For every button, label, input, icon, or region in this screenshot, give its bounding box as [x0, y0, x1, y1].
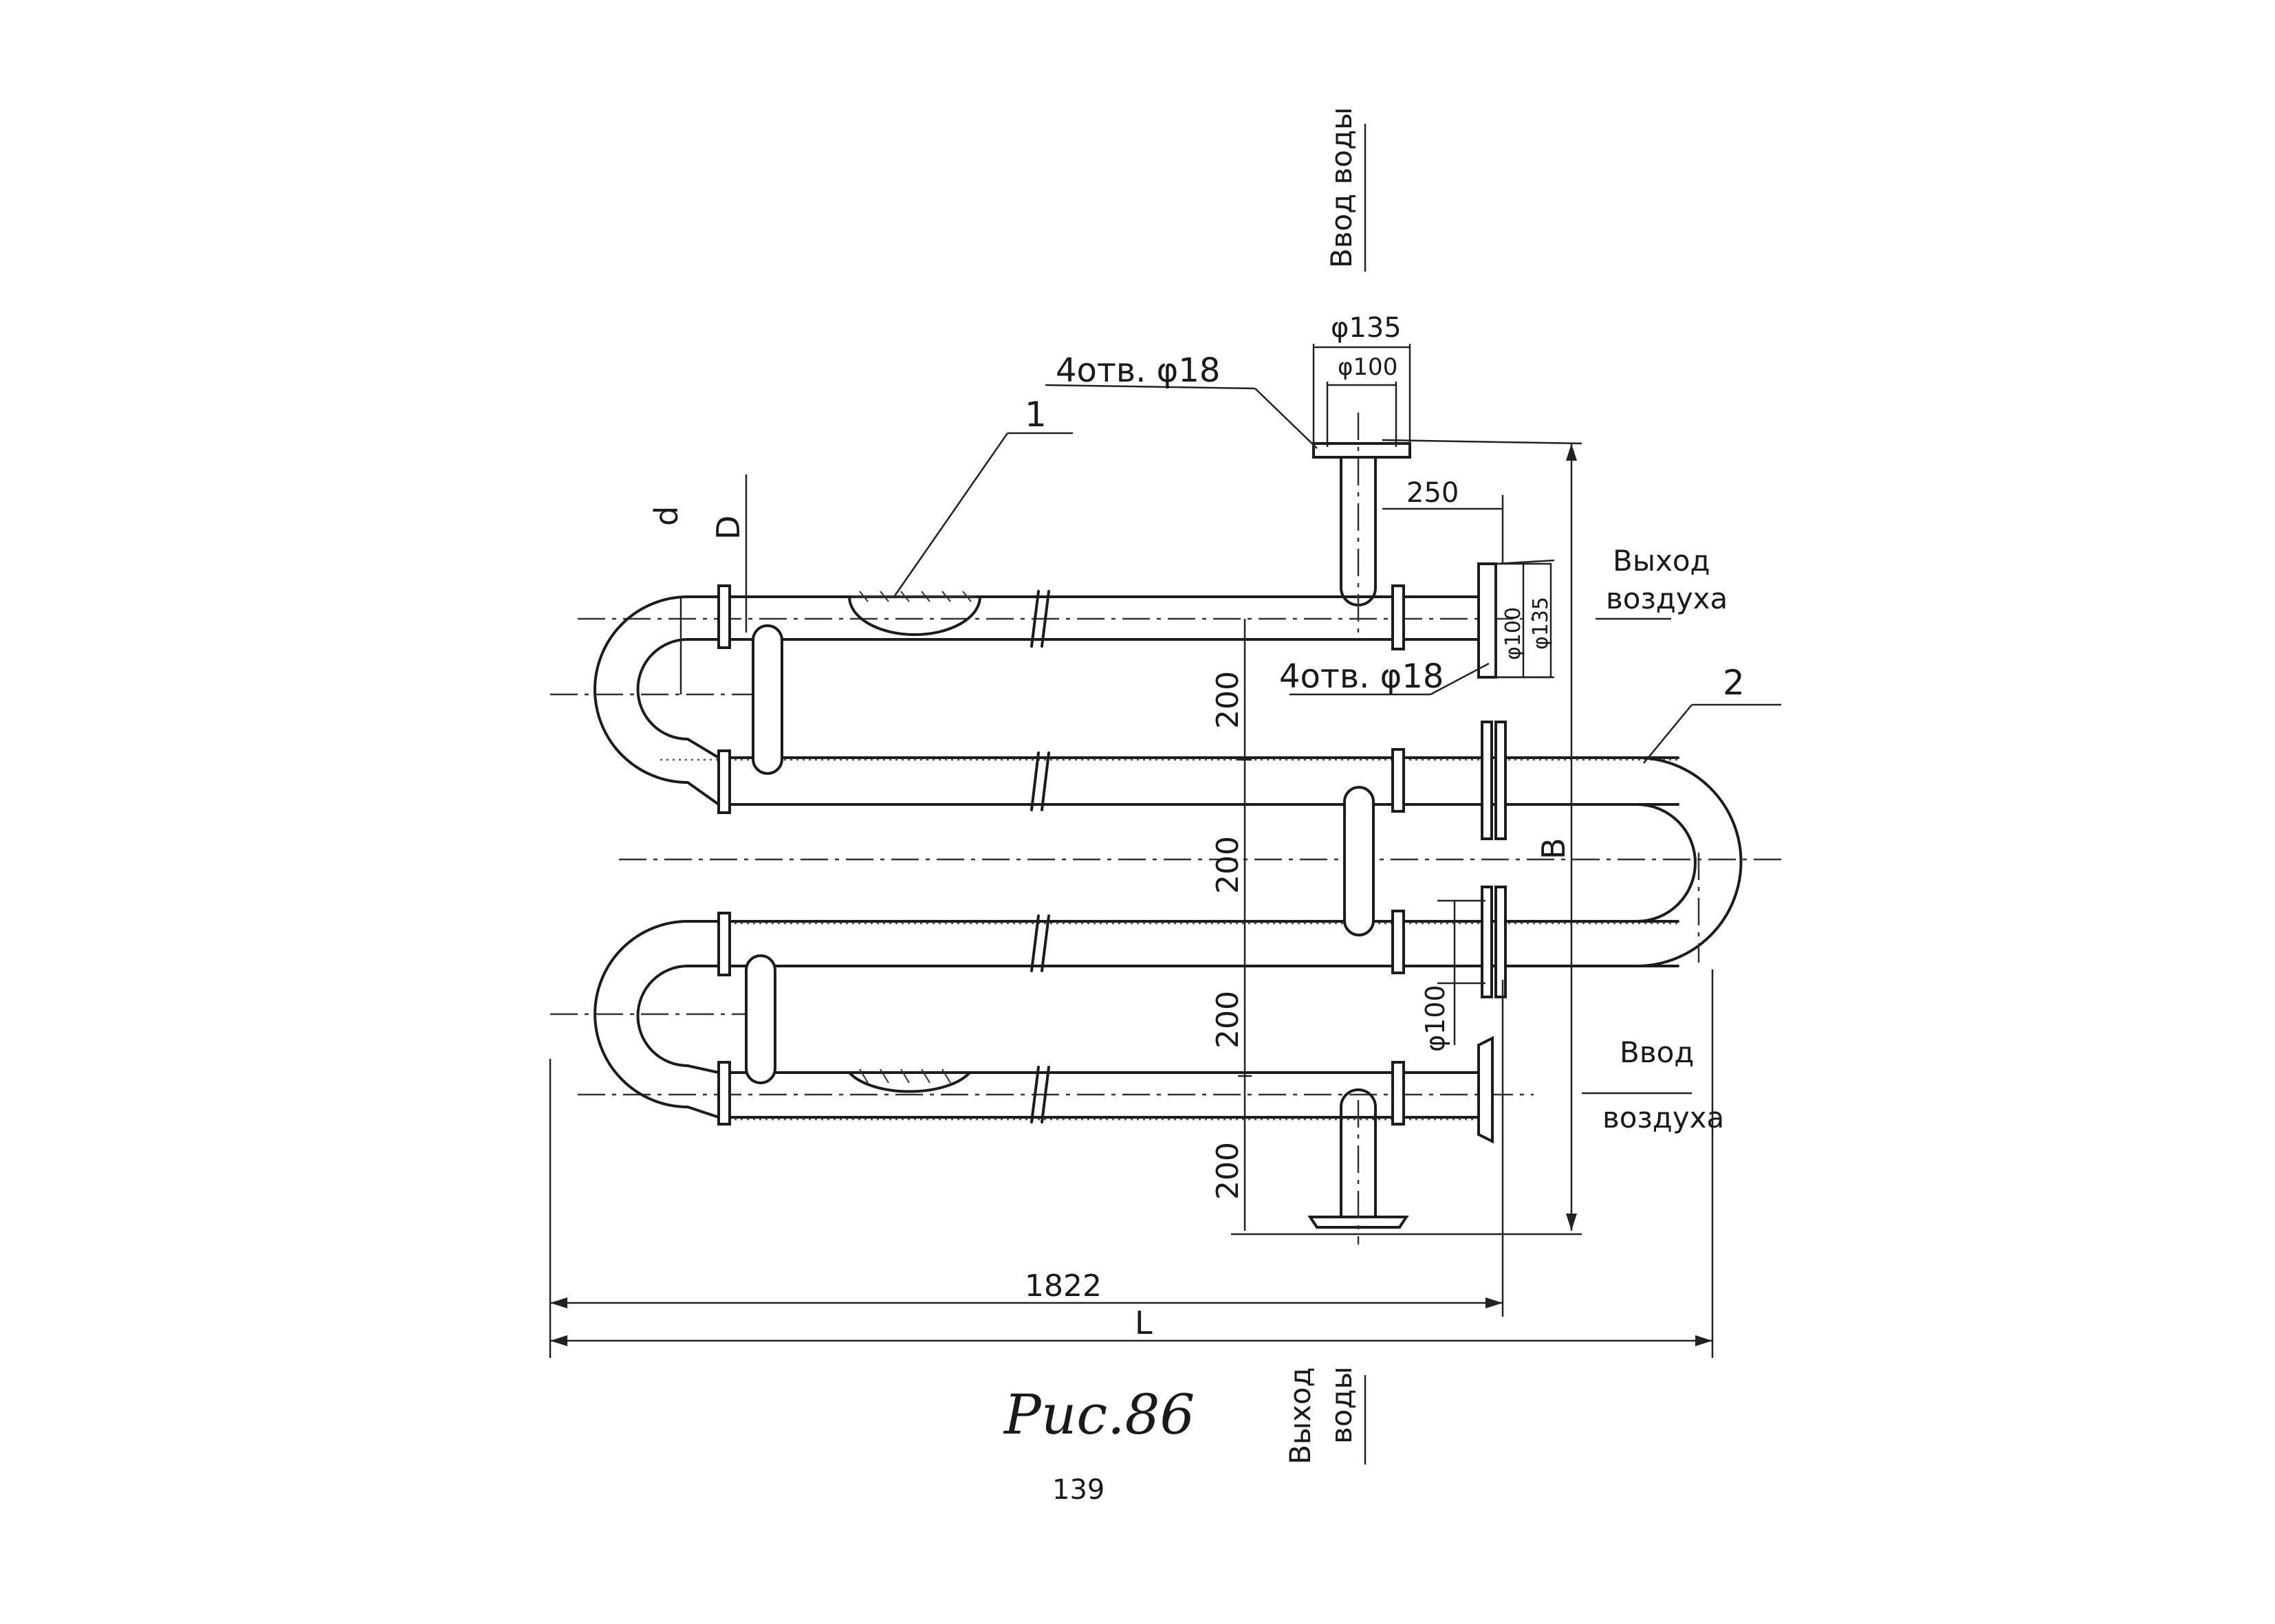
left-u-bend-lower — [550, 920, 756, 1119]
headers — [745, 624, 1375, 1084]
right-flanges — [1391, 584, 1507, 1126]
label-holes-right: 4отв. φ18 — [1279, 657, 1444, 696]
hatched-section-top — [848, 591, 981, 636]
label-air-out-1: Выход — [1613, 544, 1710, 578]
dim-d100-side: φ100 — [1501, 607, 1525, 660]
water-outlet-pipe — [1307, 1088, 1409, 1244]
dim-D: D — [710, 516, 747, 540]
label-air-in-1: Ввод — [1620, 1035, 1694, 1069]
left-flanges — [717, 584, 731, 1126]
dim-200-2: 200 — [1210, 836, 1245, 894]
text-labels: Ввод воды Выход воды Выход воздуха Ввод … — [648, 107, 1745, 1506]
dimension-lines — [549, 124, 1781, 1464]
hatched-section-bottom — [848, 1068, 971, 1093]
dim-B: B — [1535, 837, 1572, 859]
page-number: 139 — [1052, 1474, 1104, 1506]
air-outlet-flange — [1477, 559, 1555, 679]
dim-d: d — [648, 506, 685, 526]
right-u-bend — [619, 756, 1781, 967]
label-air-in-2: воздуха — [1602, 1101, 1724, 1134]
dim-250: 250 — [1406, 477, 1459, 509]
label-water-out-1: Выход — [1283, 1367, 1317, 1464]
label-part-2: 2 — [1723, 663, 1745, 703]
dim-L: L — [1135, 1304, 1153, 1341]
dim-200-1: 200 — [1210, 671, 1245, 729]
label-air-out-2: воздуха — [1606, 582, 1728, 615]
water-inlet-pipe — [1312, 413, 1411, 639]
dim-200-3: 200 — [1210, 991, 1245, 1049]
label-water-out-2: воды — [1325, 1366, 1358, 1444]
figure-caption: Рис.86 — [1003, 1383, 1195, 1447]
dim-d100-lower: φ100 — [1420, 985, 1450, 1052]
dim-d135-top: φ135 — [1331, 312, 1402, 344]
air-inlet-flange — [1477, 1035, 1494, 1144]
label-holes-top: 4отв. φ18 — [1056, 351, 1220, 390]
dim-200-4: 200 — [1210, 1142, 1245, 1200]
left-u-bend-upper — [550, 595, 756, 806]
dim-1822: 1822 — [1025, 1269, 1102, 1304]
pipe-row-3 — [721, 914, 1679, 972]
pipe-row-2 — [660, 751, 1679, 811]
label-part-1: 1 — [1025, 395, 1047, 435]
dim-d135-side: φ135 — [1529, 597, 1553, 650]
label-water-in: Ввод воды — [1325, 107, 1358, 268]
dim-d100-top: φ100 — [1338, 353, 1397, 381]
